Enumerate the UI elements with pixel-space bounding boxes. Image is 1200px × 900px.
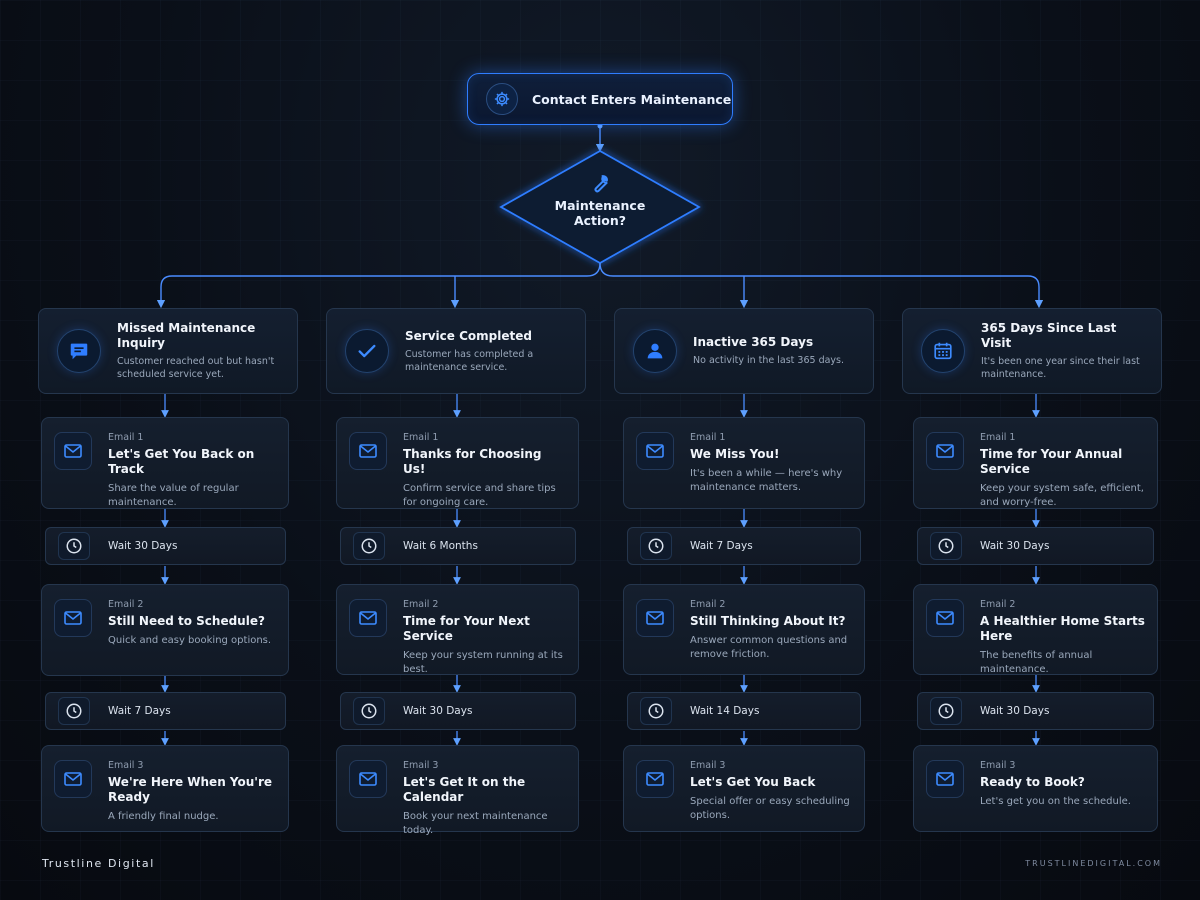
- envelope-icon: [926, 432, 964, 470]
- email-card[interactable]: Email 1 We Miss You! It's been a while —…: [623, 417, 865, 509]
- category-title: 365 Days Since Last Visit: [981, 321, 1117, 350]
- email-card[interactable]: Email 2 Still Need to Schedule? Quick an…: [41, 584, 289, 676]
- clock-icon: [58, 697, 90, 725]
- chat-icon: [57, 329, 101, 373]
- category-desc: It's been one year since their last main…: [981, 356, 1140, 380]
- connector-branch: [156, 262, 601, 309]
- footer-url[interactable]: TRUSTLINEDIGITAL.COM: [1025, 859, 1162, 868]
- category-desc: Customer reached out but hasn't schedule…: [117, 356, 275, 380]
- email-card[interactable]: Email 2 Time for Your Next Service Keep …: [336, 584, 579, 675]
- email-card[interactable]: Email 1 Thanks for Choosing Us! Confirm …: [336, 417, 579, 509]
- clock-icon: [930, 532, 962, 560]
- envelope-icon: [54, 599, 92, 637]
- wait-step[interactable]: Wait 7 Days: [45, 692, 286, 730]
- email-card[interactable]: Email 3 Ready to Book? Let's get you on …: [913, 745, 1158, 832]
- clock-icon: [58, 532, 90, 560]
- wait-step[interactable]: Wait 6 Months: [340, 527, 576, 565]
- category-desc: Customer has completed a maintenance ser…: [405, 348, 534, 373]
- envelope-icon: [349, 599, 387, 637]
- email-card[interactable]: Email 3 We're Here When You're Ready A f…: [41, 745, 289, 832]
- start-node[interactable]: Contact Enters Maintenance: [467, 73, 733, 125]
- user-icon: [633, 329, 677, 373]
- envelope-icon: [349, 432, 387, 470]
- wait-step[interactable]: Wait 30 Days: [45, 527, 286, 565]
- clock-icon: [640, 532, 672, 560]
- envelope-icon: [926, 599, 964, 637]
- category-title: Service Completed: [405, 328, 532, 343]
- email-card[interactable]: Email 2 Still Thinking About It? Answer …: [623, 584, 865, 675]
- email-card[interactable]: Email 1 Let's Get You Back on Track Shar…: [41, 417, 289, 509]
- clock-icon: [353, 532, 385, 560]
- email-card[interactable]: Email 3 Let's Get It on the Calendar Boo…: [336, 745, 579, 836]
- category-title: Missed Maintenance Inquiry: [117, 321, 256, 350]
- email-card[interactable]: Email 1 Time for Your Annual Service Kee…: [913, 417, 1158, 509]
- envelope-icon: [54, 760, 92, 798]
- category-card-service-completed[interactable]: Service Completed Customer has completed…: [326, 308, 586, 394]
- envelope-icon: [54, 432, 92, 470]
- envelope-icon: [349, 760, 387, 798]
- wait-step[interactable]: Wait 30 Days: [917, 527, 1154, 565]
- category-card-missed-inquiry[interactable]: Missed Maintenance Inquiry Customer reac…: [38, 308, 298, 394]
- connector-branch: [599, 262, 614, 277]
- category-card-inactive-365[interactable]: Inactive 365 Days No activity in the las…: [614, 308, 874, 394]
- email-card[interactable]: Email 3 Let's Get You Back Special offer…: [623, 745, 865, 832]
- email-card[interactable]: Email 2 A Healthier Home Starts Here The…: [913, 584, 1158, 675]
- calendar-icon: [921, 329, 965, 373]
- envelope-icon: [636, 432, 674, 470]
- check-icon: [345, 329, 389, 373]
- gear-icon: [486, 83, 518, 115]
- envelope-icon: [926, 760, 964, 798]
- wait-step[interactable]: Wait 14 Days: [627, 692, 861, 730]
- connector-branch: [613, 275, 1044, 309]
- clock-icon: [640, 697, 672, 725]
- wait-step[interactable]: Wait 30 Days: [917, 692, 1154, 730]
- start-label: Contact Enters Maintenance: [532, 91, 732, 107]
- clock-icon: [353, 697, 385, 725]
- wait-step[interactable]: Wait 30 Days: [340, 692, 576, 730]
- envelope-icon: [636, 760, 674, 798]
- clock-icon: [930, 697, 962, 725]
- footer-brand: Trustline Digital: [42, 857, 155, 870]
- wrench-icon: [589, 172, 611, 198]
- category-title: Inactive 365 Days: [693, 335, 814, 349]
- wait-step[interactable]: Wait 7 Days: [627, 527, 861, 565]
- category-desc: No activity in the last 365 days.: [693, 355, 845, 366]
- category-card-365-since-visit[interactable]: 365 Days Since Last Visit It's been one …: [902, 308, 1162, 394]
- envelope-icon: [636, 599, 674, 637]
- decision-label[interactable]: Maintenance Action?: [554, 198, 646, 228]
